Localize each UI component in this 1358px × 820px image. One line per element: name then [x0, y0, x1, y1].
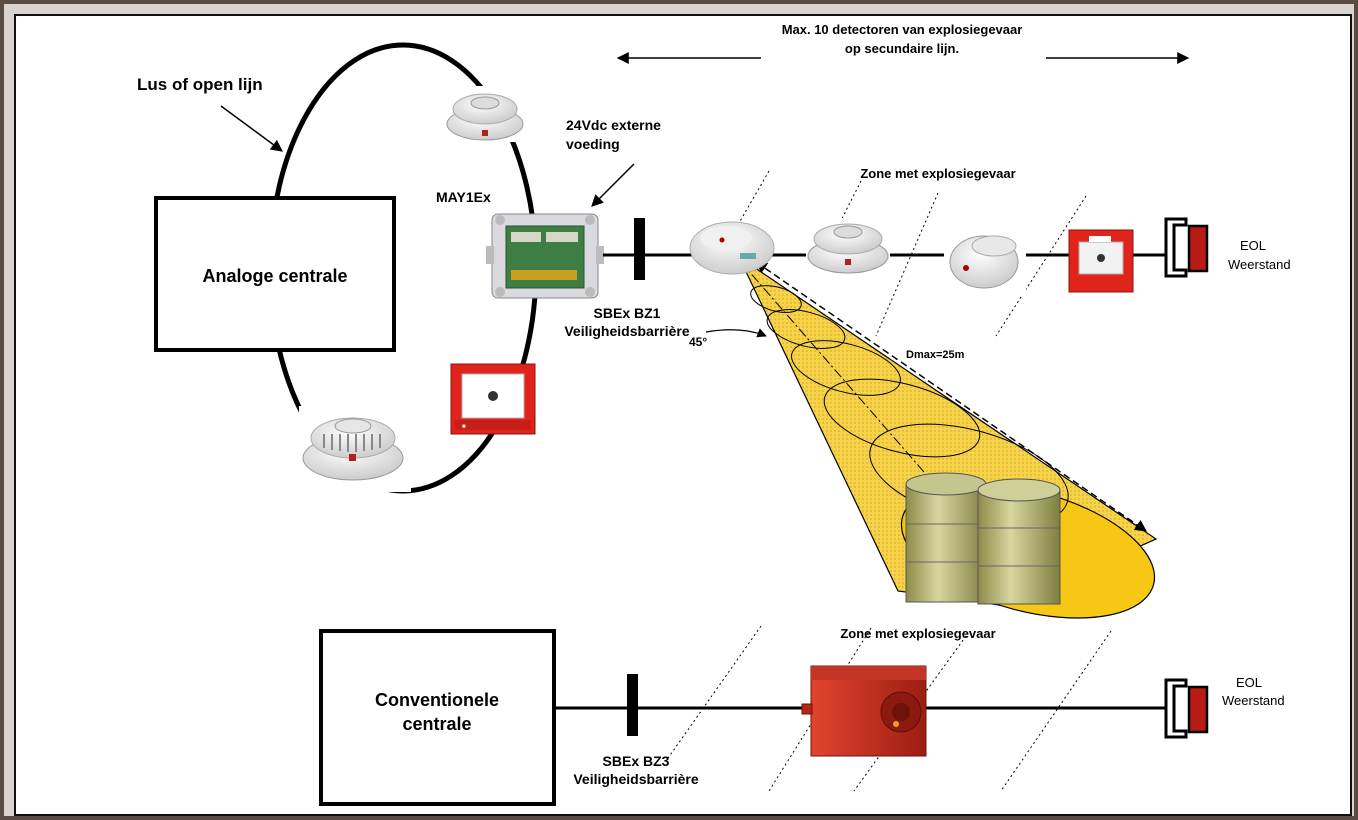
analog-panel-box [154, 196, 396, 352]
drum-barrels-icon [905, 472, 1061, 605]
zone-bottom-label: Zone met explosiegevaar [840, 626, 995, 641]
angle-label: 45° [689, 335, 707, 349]
smoke-detector-icon [299, 406, 411, 492]
loop-arrow [220, 105, 283, 152]
junction-box-icon [486, 213, 604, 299]
power-label-line1: 24Vdc externe [566, 117, 661, 133]
barrier1-label-line1: SBEx BZ1 [594, 305, 661, 321]
loop-label: Lus of open lijn [137, 75, 263, 94]
flame-detector-icon [689, 221, 775, 275]
barrier3-label-line1: SBEx BZ3 [603, 753, 670, 769]
barrier-bz1 [634, 218, 645, 280]
diagram-canvas: Analoge centrale Lus of open lijn ■ 24Vd… [14, 14, 1352, 816]
conventional-panel-label-line1: Conventionele [375, 690, 499, 710]
zone-top-boundaries [727, 170, 1087, 337]
power-arrow [591, 163, 635, 207]
barrier-bz3 [627, 674, 638, 736]
svg-text:■: ■ [462, 424, 466, 430]
max-detectors-label-line1: Max. 10 detectoren van explosiegevaar [782, 22, 1023, 37]
barrier1-label-line2: Veiligheidsbarrière [564, 323, 689, 339]
max-detectors-label-line2: op secundaire lijn. [845, 41, 959, 56]
smoke-detector-icon [806, 218, 890, 280]
eol-resistor-icon [1164, 217, 1209, 278]
distance-label: Dmax=25m [906, 349, 965, 361]
eol-resistor-icon [1164, 678, 1209, 739]
module-label: MAY1Ex [436, 189, 491, 205]
sounder-icon [801, 665, 927, 757]
manual-call-point-icon [1068, 229, 1134, 293]
analog-panel-label: Analoge centrale [202, 266, 347, 286]
power-label-line2: voeding [566, 136, 620, 152]
angle-arrow [705, 328, 767, 338]
eol-bottom-label-line2: Weerstand [1222, 693, 1285, 708]
eol-bottom-label-line1: EOL [1236, 675, 1262, 690]
heat-detector-icon [944, 224, 1026, 296]
eol-top-label-line1: EOL [1240, 238, 1266, 253]
conventional-panel-label-line2: centrale [402, 714, 471, 734]
smoke-detector-icon [444, 86, 526, 142]
manual-call-point-icon: ■ [450, 363, 536, 435]
conventional-panel-box [319, 629, 556, 806]
eol-top-label-line2: Weerstand [1228, 257, 1291, 272]
fire-detection-diagram: Analoge centrale Lus of open lijn ■ 24Vd… [137, 22, 1291, 806]
zone-top-label: Zone met explosiegevaar [860, 166, 1015, 181]
barrier3-label-line2: Veiligheidsbarrière [573, 771, 698, 787]
